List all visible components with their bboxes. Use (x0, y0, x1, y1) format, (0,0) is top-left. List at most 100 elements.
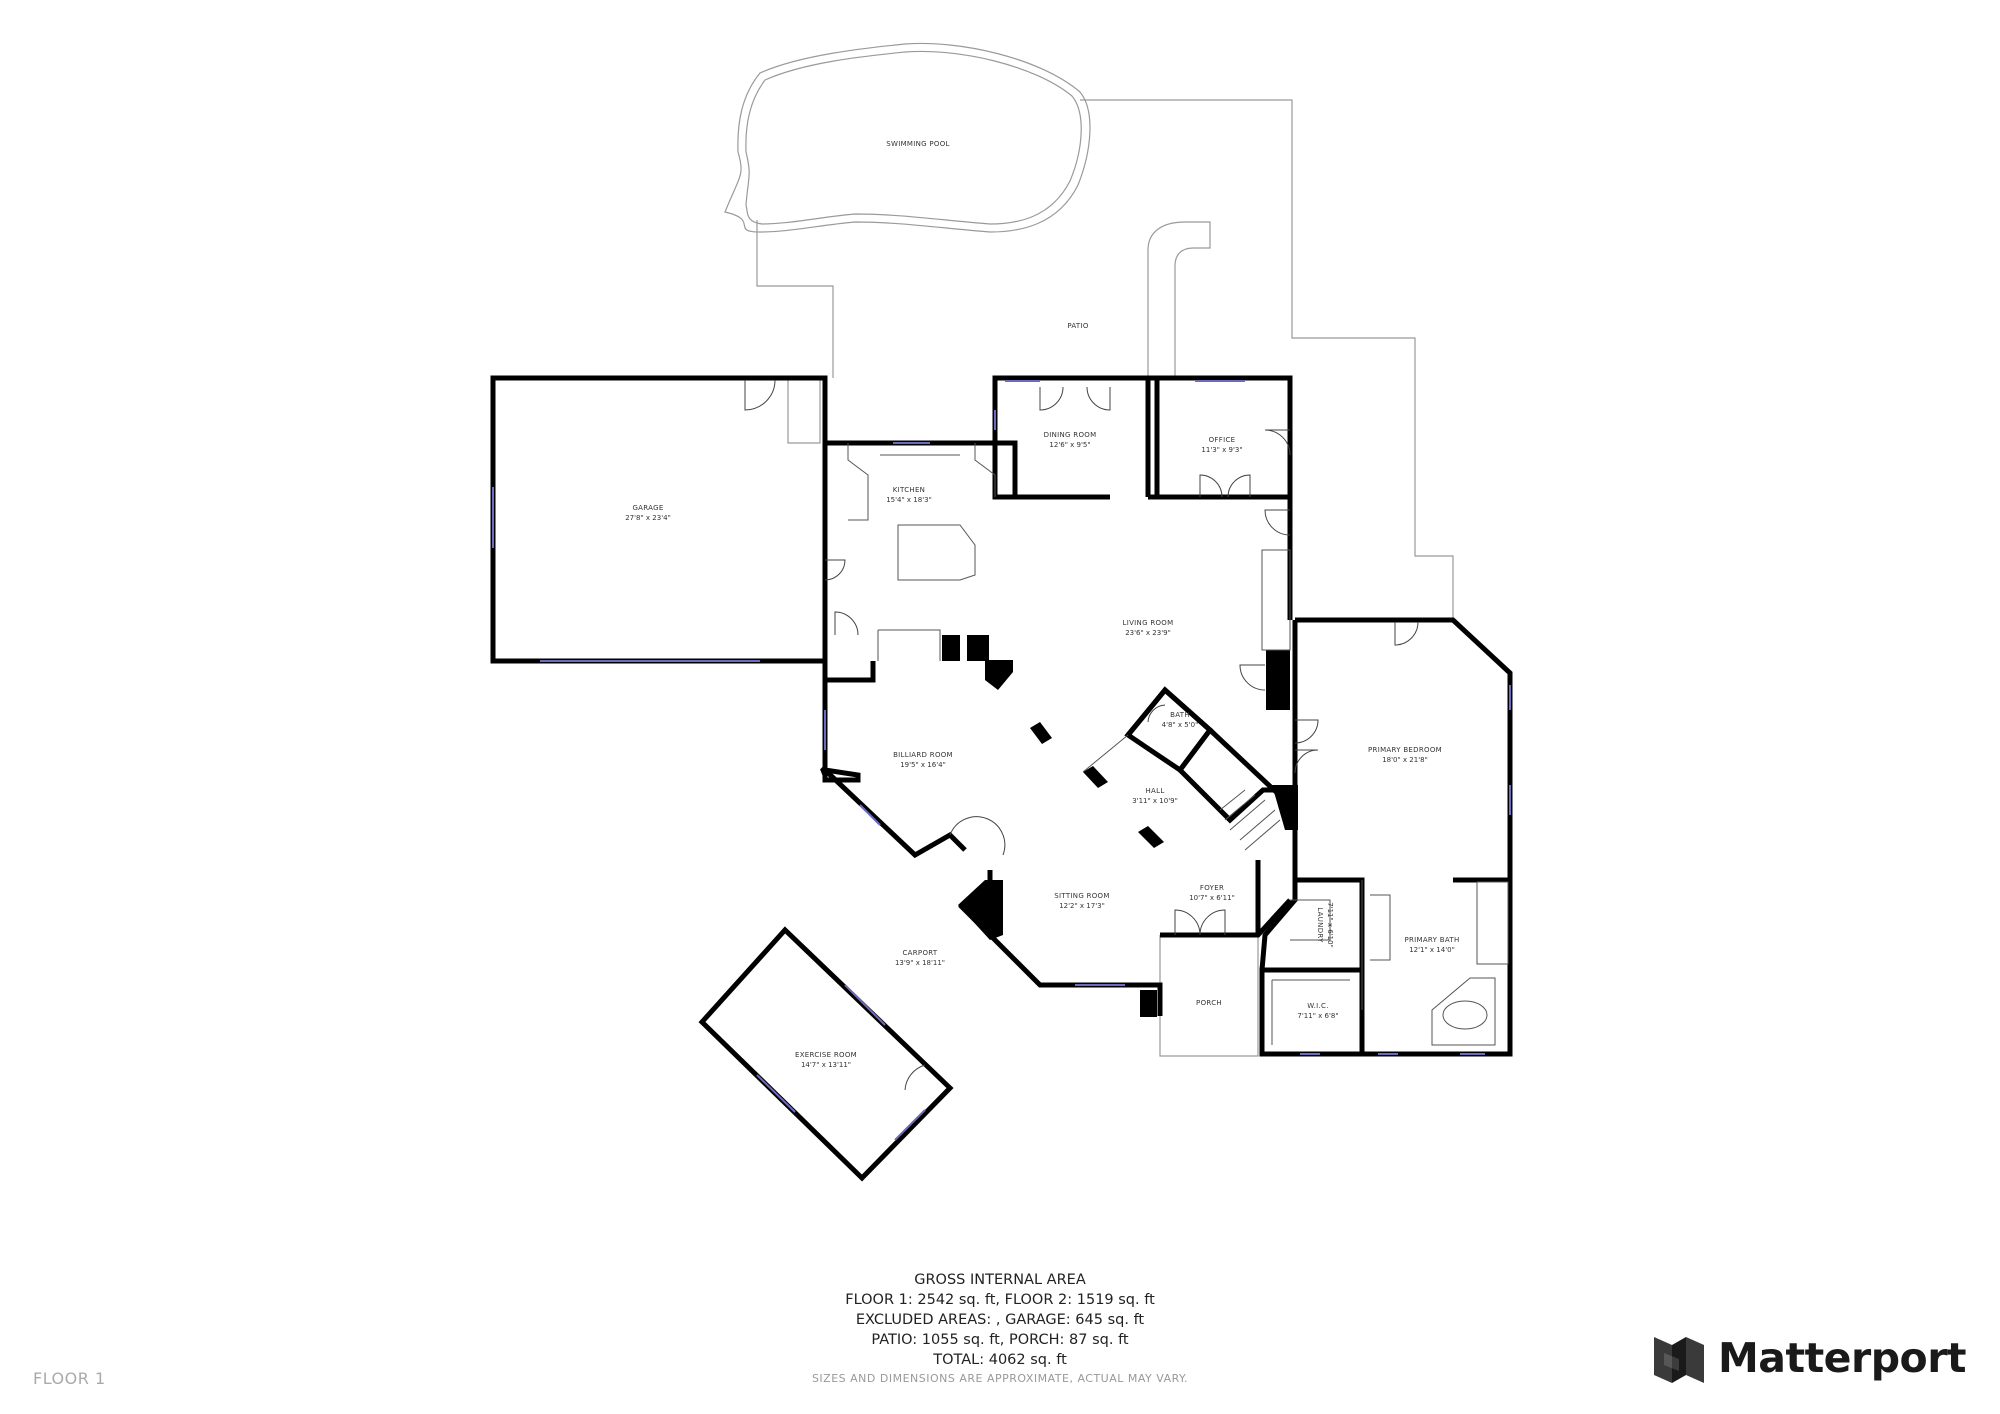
exercise-window-sw (756, 1074, 796, 1113)
bath-label: BATH (1170, 711, 1190, 719)
living-niche-block (1266, 650, 1290, 710)
hall-dims: 3'11" x 10'9" (1132, 797, 1178, 805)
primary-bedroom-dims: 18'0" x 21'8" (1382, 756, 1428, 764)
walls (490, 375, 1513, 1182)
exercise-window-se (894, 1109, 926, 1141)
primary-bath-dims: 12'1" x 14'0" (1409, 946, 1455, 954)
living-closet (1261, 549, 1291, 651)
office-walls (1148, 375, 1293, 500)
kitchen-block-2 (967, 635, 989, 661)
patio-outline (756, 99, 1454, 620)
kitchen-island (897, 524, 976, 581)
area-summary-title: GROSS INTERNAL AREA (914, 1272, 1086, 1288)
swimming-pool-label: SWIMMING POOL (886, 140, 950, 148)
doors (744, 379, 1419, 1091)
bedroom-door-west-2 (1294, 749, 1319, 774)
kitchen-pantry-block (942, 635, 960, 661)
kitchen-door-west (824, 559, 846, 581)
stair-walls (1208, 728, 1292, 935)
sitting-fireplace-block (958, 880, 1003, 940)
carport-label: CARPORT (902, 949, 937, 957)
office-door-right (1227, 474, 1251, 498)
garage-dims: 27'8" x 23'4" (625, 514, 671, 522)
foyer-label: FOYER (1200, 884, 1224, 892)
billiard-room-label: BILLIARD ROOM (893, 751, 953, 759)
stair-corner-block (1272, 785, 1298, 830)
matterport-logo-icon (1654, 1337, 1704, 1383)
windows (492, 380, 1511, 1141)
garage-side-outline (787, 378, 821, 444)
floor-label: FLOOR 1 (33, 1369, 106, 1388)
wic-shelves (1271, 979, 1350, 1045)
exterior-outlines (724, 42, 1454, 1057)
billiard-door (949, 816, 1006, 856)
office-dims: 11'3" x 9'3" (1201, 446, 1242, 454)
area-summary-total: TOTAL: 4062 sq. ft (933, 1352, 1067, 1368)
laundry-dims: 7'11" x 6'10" (1326, 902, 1334, 948)
swimming-pool-outline (724, 42, 1091, 233)
laundry-wic-walls (1259, 877, 1365, 1057)
bath-door (1147, 704, 1166, 723)
matterport-brand-name: Matterport (1718, 1334, 1967, 1382)
exercise-room-dims: 14'7" x 13'11" (801, 1061, 851, 1069)
foyer-door-right (1199, 909, 1226, 936)
bedroom-door-north (1394, 621, 1419, 646)
hall-opening (1082, 734, 1129, 773)
shower (1476, 881, 1509, 965)
laundry-label: LAUNDRY (1316, 907, 1324, 943)
kitchen-dims: 15'4" x 18'3" (886, 496, 932, 504)
garage-door-swing (744, 379, 776, 411)
dining-room-dims: 12'6" x 9'5" (1049, 441, 1090, 449)
primary-bath-walls (1359, 877, 1513, 1057)
interior-fixtures (847, 443, 1509, 1046)
office-label: OFFICE (1209, 436, 1236, 444)
living-door-closet (1239, 664, 1266, 691)
patio-label: PATIO (1067, 322, 1089, 330)
exercise-room-walls (698, 926, 954, 1182)
area-summary: GROSS INTERNAL AREA FLOOR 1: 2542 sq. ft… (700, 1270, 1300, 1370)
garage-label: GARAGE (632, 504, 663, 512)
fireplace-block-1 (985, 660, 1013, 690)
kitchen-label: KITCHEN (893, 486, 925, 494)
porch-label: PORCH (1196, 999, 1222, 1007)
bathtub (1431, 977, 1496, 1046)
sitting-room-dims: 12'2" x 17'3" (1059, 902, 1105, 910)
wic-dims: 7'11" x 6'8" (1297, 1012, 1338, 1020)
disclaimer: SIZES AND DIMENSIONS ARE APPROXIMATE, AC… (811, 1372, 1189, 1385)
kitchen-counter (847, 443, 996, 521)
dining-door-right (1086, 386, 1111, 411)
billiard-room-walls (820, 680, 861, 783)
kitchen-door-south (834, 611, 859, 636)
wic-label: W.I.C. (1307, 1002, 1329, 1010)
swimming-pool-inner (745, 50, 1082, 225)
room-labels: SWIMMING POOL PATIO GARAGE 27'8" x 23'4"… (625, 140, 1459, 1069)
porch-outline (1159, 935, 1259, 1057)
billiard-window-sw (859, 804, 881, 826)
hall-label: HALL (1145, 787, 1164, 795)
column-block-3 (1138, 826, 1164, 848)
office-door-left (1199, 474, 1223, 498)
foyer-door-left (1174, 909, 1201, 936)
column-block-1 (1030, 722, 1052, 744)
stair-treads (1219, 789, 1281, 851)
foyer-dims: 10'7" x 6'11" (1189, 894, 1235, 902)
kitchen-west-wall (822, 443, 876, 683)
bathtub-basin (1442, 1000, 1488, 1030)
living-room-dims: 23'6" x 23'9" (1125, 629, 1171, 637)
wall-blocks (942, 635, 1298, 1017)
bath-dims: 4'8" x 5'0" (1162, 721, 1199, 729)
living-door-east (1264, 509, 1291, 536)
primary-bedroom-label: PRIMARY BEDROOM (1368, 746, 1442, 754)
chimney-outline (1147, 221, 1211, 378)
office-side-door (1264, 429, 1291, 456)
dining-door-left (1039, 386, 1064, 411)
area-summary-floors: FLOOR 1: 2542 sq. ft, FLOOR 2: 1519 sq. … (845, 1292, 1155, 1308)
primary-bath-label: PRIMARY BATH (1404, 936, 1459, 944)
billiard-room-dims: 19'5" x 16'4" (900, 761, 946, 769)
kitchen-lower-counter (877, 629, 941, 661)
exercise-window-ne (844, 984, 886, 1026)
bath-walls (1124, 686, 1214, 774)
primary-bath-vanity (1361, 880, 1391, 1010)
exercise-room-label: EXERCISE ROOM (795, 1051, 857, 1059)
